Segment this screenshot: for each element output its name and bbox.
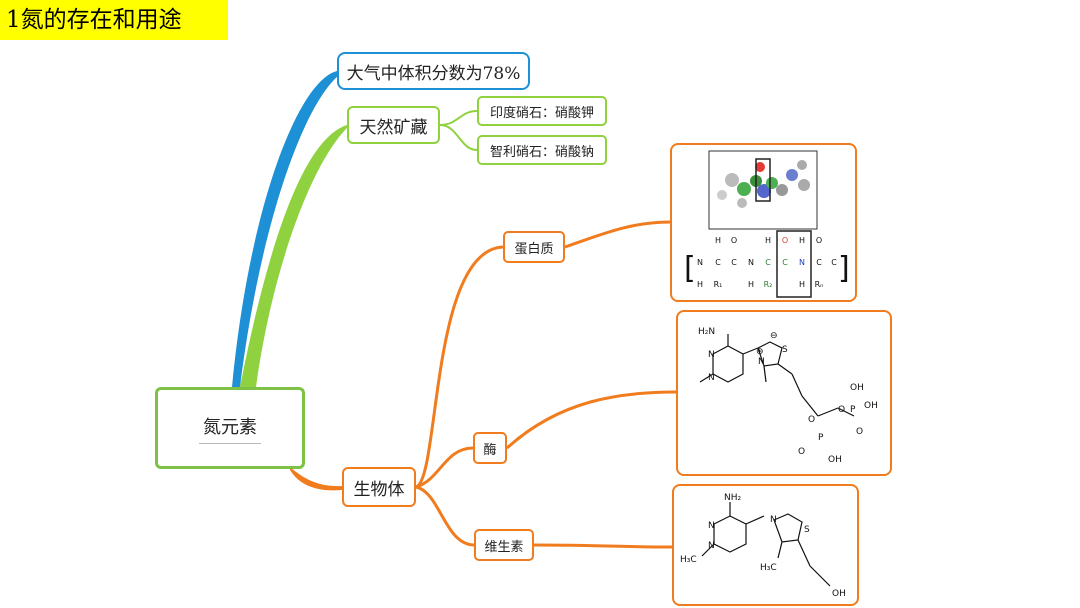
atom-o2: O [782,236,788,245]
thiamine-pyrophosphate-drawing: H₂N N N ⊕ N S ⊖ O P O P OH OH O OH O [698,327,878,465]
protein-structure-drawing: [ ] H O H O H O N C C N C C N C C H R₁ H… [684,150,850,298]
chile-saltpeter-node[interactable]: 智利硝石：硝酸钠 [477,135,607,165]
enzyme-structure-image: H₂N N N ⊕ N S ⊖ O P O P OH OH O OH O [676,310,892,476]
atom-c3: C [765,258,771,267]
thiamine-drawing: NH₂ N N H₃C N S H₃C OH [680,493,846,599]
air-node[interactable]: 大气中体积分数为78% [337,52,530,90]
thiamine-amine: NH₂ [724,493,742,503]
svg-text:]: ] [838,251,850,286]
vitamin-node[interactable]: 维生素 [474,529,534,561]
atom-n3: N [799,258,805,267]
atom-h4: H [697,280,703,289]
tpp-o1: O [808,415,815,425]
tpp-n3: N [758,357,765,367]
atom-h2: H [765,236,771,245]
atom-h5: H [748,280,754,289]
protein-node[interactable]: 蛋白质 [503,231,565,263]
tpp-s: S [782,345,788,355]
tpp-amine: H₂N [698,327,715,337]
atom-h3: H [799,236,805,245]
tpp-o4: O [798,447,805,457]
thiamine-n2: N [708,541,715,551]
root-label: 氮元素 [199,413,261,444]
atom-c5: C [816,258,822,267]
atom-n1: N [697,258,703,267]
atom-o3: O [816,236,822,245]
air-branch [232,71,345,387]
enzyme-node[interactable]: 酶 [473,432,507,464]
atom-h6: H [799,280,805,289]
protein-structure-image: [ ] H O H O H O N C C N C C N C C H R₁ H… [670,143,857,302]
tpp-oh2: OH [864,401,878,411]
tpp-n1: N [708,350,715,360]
protein-3d-model-icon [717,158,810,208]
natural-deposits-node[interactable]: 天然矿藏 [347,106,440,144]
peptide-bond-box [776,230,812,298]
tpp-oh3: OH [828,455,842,465]
organism-node[interactable]: 生物体 [342,467,416,507]
page-title: 1氮的存在和用途 [0,0,228,40]
tpp-plus: ⊕ [756,347,764,357]
tpp-o2: O [838,405,845,415]
natural-sub-branch-2 [439,124,478,151]
thiamine-oh: OH [832,589,846,599]
tpp-p1: P [818,433,824,443]
atom-n2: N [748,258,754,267]
atom-c2: C [731,258,737,267]
protein-branch [415,245,504,489]
enzyme-image-link [505,390,677,450]
atom-c1: C [715,258,721,267]
atom-o1: O [731,236,737,245]
organism-branch [290,467,342,491]
vitamin-image-link [533,543,673,549]
natural-sub-branch-1 [439,110,478,126]
root-node[interactable]: 氮元素 [155,387,305,469]
atom-rn: Rₙ [815,280,824,289]
tpp-o3: O [856,427,863,437]
atom-c6: C [831,258,837,267]
thiamine-n1: N [708,521,715,531]
atom-r2: R₂ [764,280,773,289]
atom-r1: R₁ [714,280,723,289]
atom-c4: C [782,258,788,267]
thiamine-s: S [804,525,810,535]
thiamine-methyl2: H₃C [760,563,777,573]
thiamine-n3: N [770,515,777,525]
india-saltpeter-node[interactable]: 印度硝石：硝酸钾 [477,96,607,126]
tpp-p2: P [850,405,856,415]
tpp-oh1: OH [850,383,864,393]
svg-text:[: [ [684,251,696,286]
thiamine-methyl1: H₃C [680,555,697,565]
enzyme-branch [415,446,474,489]
vitamin-branch [415,485,475,547]
protein-image-link [564,220,671,249]
vitamin-structure-image: NH₂ N N H₃C N S H₃C OH [672,484,859,606]
atom-h1: H [715,236,721,245]
tpp-n2: N [708,373,715,383]
tpp-minus: ⊖ [770,331,778,341]
natural-branch [240,125,350,387]
